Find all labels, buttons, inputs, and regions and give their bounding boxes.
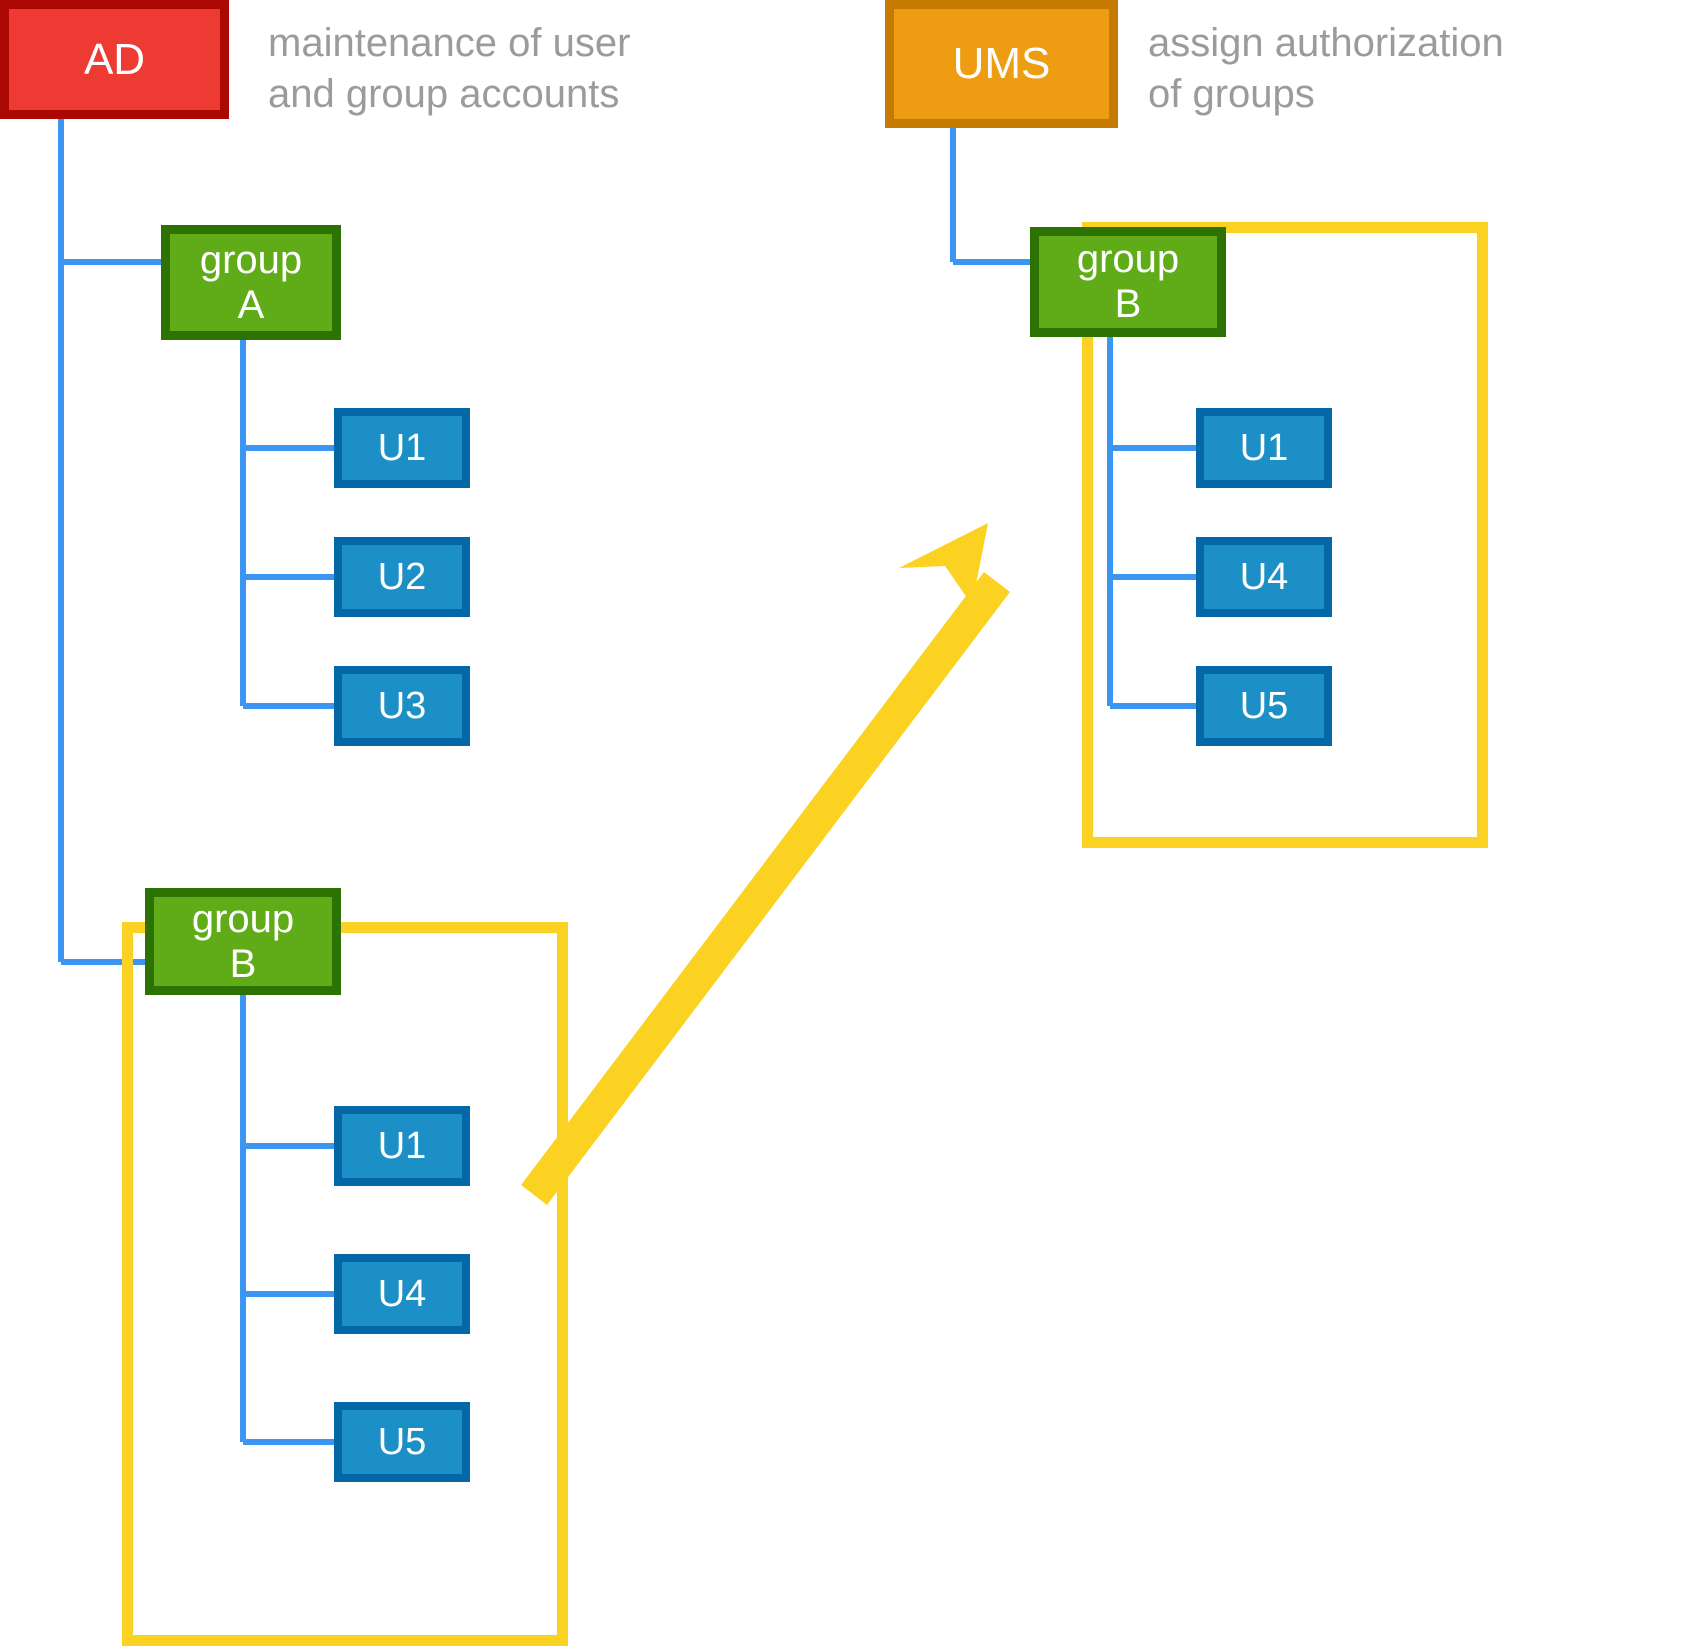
system-node-ad[interactable]: AD [0,0,229,119]
user-node-ad-group-a-u2[interactable]: U2 [334,537,470,617]
sync-arrow [521,523,1010,1205]
ad-group-b-frame [122,922,568,1646]
user-node-ums-group-b-u4[interactable]: U4 [1196,537,1332,617]
group-node-ad-group-b[interactable]: group B [145,888,341,995]
user-node-ad-group-b-u1[interactable]: U1 [334,1106,470,1186]
user-node-ad-group-b-u4[interactable]: U4 [334,1254,470,1334]
ums-group-b-frame [1082,222,1488,848]
user-node-ad-group-a-u3[interactable]: U3 [334,666,470,746]
group-node-ad-group-a[interactable]: group A [161,225,341,340]
user-node-ums-group-b-u1[interactable]: U1 [1196,408,1332,488]
caption-ad: maintenance of user and group accounts [268,21,631,116]
user-node-ad-group-a-u1[interactable]: U1 [334,408,470,488]
system-node-ums[interactable]: UMS [885,0,1118,128]
user-node-ums-group-b-u5[interactable]: U5 [1196,666,1332,746]
user-node-ad-group-b-u5[interactable]: U5 [334,1402,470,1482]
caption-ums: assign authorization of groups [1148,21,1504,116]
group-node-ums-group-b[interactable]: group B [1030,227,1226,337]
